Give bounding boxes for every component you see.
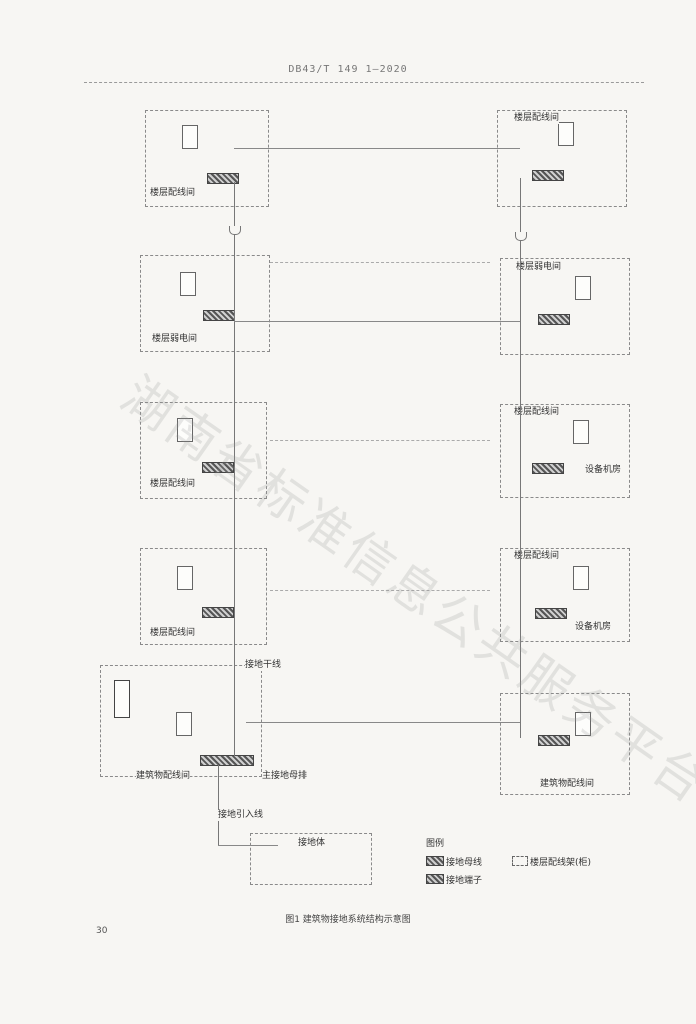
room-label: 建筑物配线间: [136, 771, 191, 782]
room-label: 设备机房: [585, 465, 622, 476]
riser-joint: [515, 232, 527, 241]
room-label: 建筑物配线间: [540, 779, 595, 790]
right-floor-room-2: [500, 258, 630, 355]
rack-icon: [182, 125, 198, 149]
left-floor-room-1: [145, 110, 269, 207]
ground-terminal: [532, 463, 564, 474]
left-floor-room-4: [140, 548, 267, 645]
top-bonding-line: [234, 148, 520, 149]
right-floor-room-1: [497, 110, 627, 207]
main-ground-bar: [200, 755, 254, 766]
ground-terminal: [538, 314, 570, 325]
rack-icon: [575, 712, 591, 736]
rack-icon: [573, 566, 589, 590]
main-rack-icon: [114, 680, 130, 718]
room-label: 楼层配线间: [514, 551, 560, 562]
right-main-room: [500, 693, 630, 795]
legend-title: 图例: [426, 839, 445, 849]
figure-caption: 图1 建筑物接地系统结构示意图: [285, 915, 411, 925]
dashed-line: [270, 262, 490, 263]
ground-terminal: [207, 173, 239, 184]
main-bonding-line: [246, 722, 520, 723]
entry-label: 接地引入线: [218, 810, 264, 821]
room-label: 楼层弱电间: [516, 262, 562, 273]
page-number: 30: [96, 926, 108, 936]
legend-item-1: 接地母线: [446, 858, 483, 868]
riser-joint: [229, 226, 241, 235]
entry-line-horizontal: [218, 845, 278, 846]
room-label: 楼层配线间: [514, 407, 560, 418]
right-floor-room-4: [500, 548, 630, 642]
left-riser-line: [234, 182, 235, 756]
room-label: 楼层配线间: [150, 628, 196, 639]
ground-terminal: [202, 607, 234, 618]
room-label: 楼层配线间: [150, 479, 196, 490]
legend-item-3: 接地端子: [446, 876, 483, 886]
second-bonding-line: [234, 321, 520, 322]
main-bar-label: 主接地母排: [262, 771, 308, 782]
rack-icon: [575, 276, 591, 300]
ground-terminal: [532, 170, 564, 181]
dashed-line: [270, 440, 490, 441]
room-label: 楼层弱电间: [152, 334, 198, 345]
left-floor-room-3: [140, 402, 267, 499]
ground-terminal: [203, 310, 235, 321]
left-floor-room-2: [140, 255, 270, 352]
rack-icon: [180, 272, 196, 296]
ground-terminal: [202, 462, 234, 473]
header-rule: [84, 82, 644, 83]
rack-icon: [558, 122, 574, 146]
right-riser-line: [520, 178, 521, 738]
standard-code: DB43/T 149 1—2020: [288, 64, 408, 75]
riser-label: 接地干线: [245, 660, 282, 671]
room-label: 楼层配线间: [514, 113, 560, 124]
legend-box-symbol: [512, 856, 528, 866]
ground-body-label: 接地体: [298, 838, 326, 849]
room-label: 设备机房: [575, 622, 612, 633]
rack-icon: [177, 566, 193, 590]
rack-icon: [176, 712, 192, 736]
legend-tag-symbol: [426, 856, 444, 866]
entry-line: [218, 765, 219, 845]
right-floor-room-3: [500, 404, 630, 498]
ground-body: [250, 833, 372, 885]
ground-terminal: [538, 735, 570, 746]
rack-icon: [177, 418, 193, 442]
dashed-line: [270, 590, 490, 591]
ground-terminal: [535, 608, 567, 619]
legend-tag-symbol: [426, 874, 444, 884]
legend-item-2: 楼层配线架(柜): [530, 858, 592, 868]
room-label: 楼层配线间: [150, 188, 196, 199]
rack-icon: [573, 420, 589, 444]
